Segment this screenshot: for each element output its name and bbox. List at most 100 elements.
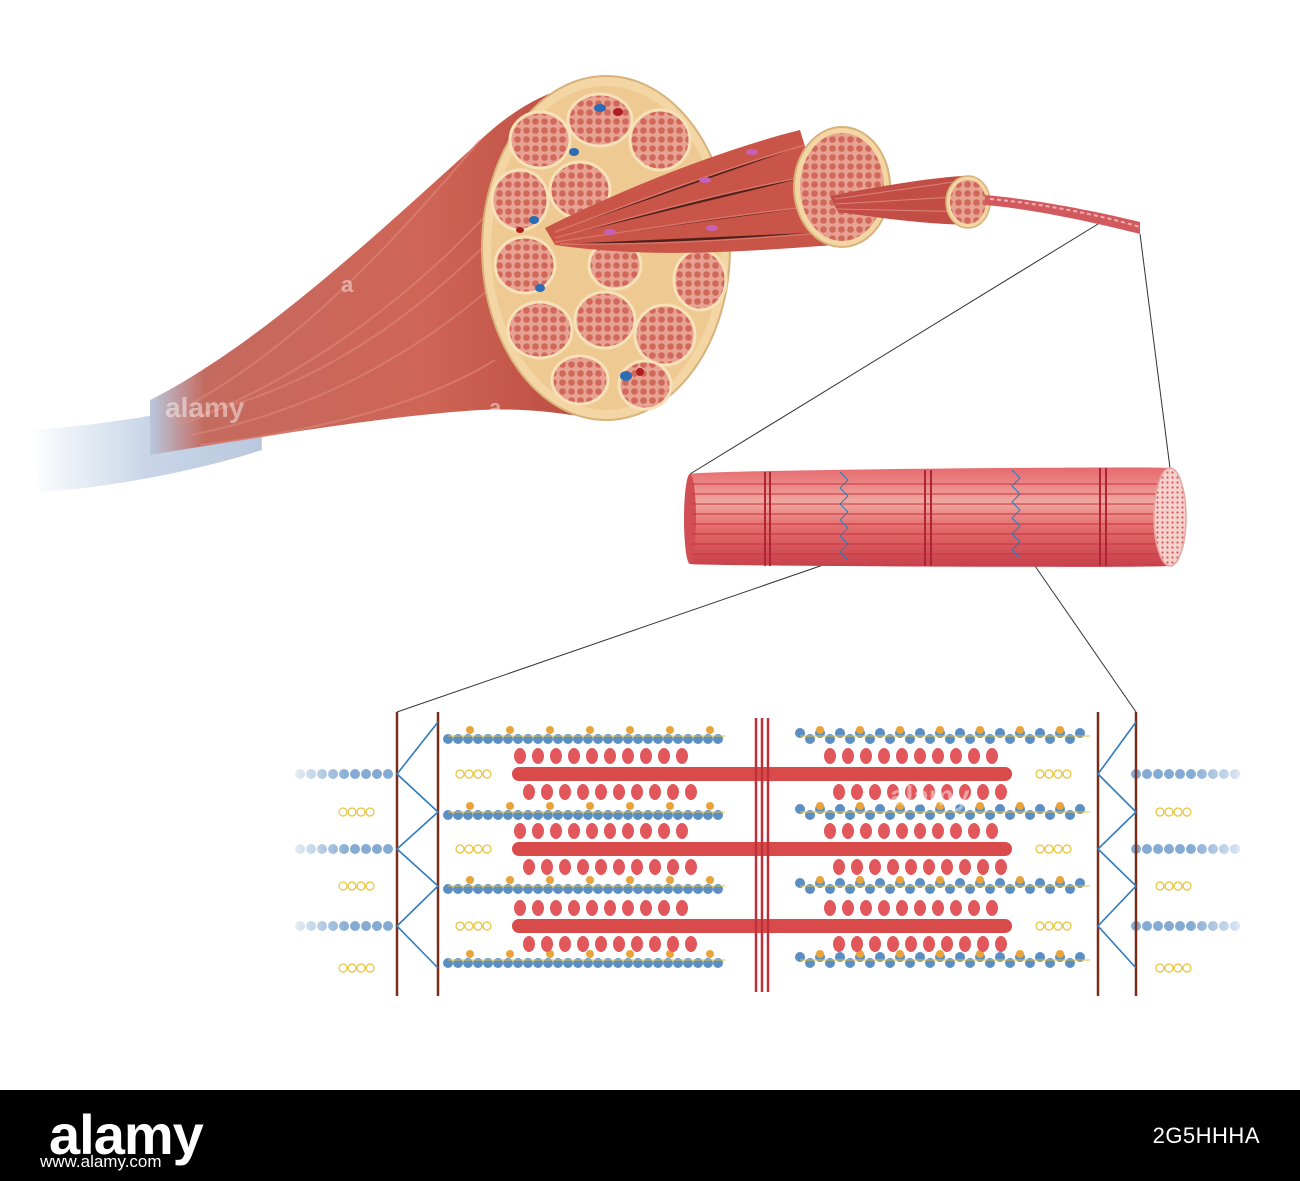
titin-coil (356, 807, 366, 817)
myosin-head (995, 784, 1007, 800)
myofibril (985, 195, 1141, 234)
myosin-head (568, 900, 580, 916)
myosin-head (595, 784, 607, 800)
titin-coil (1062, 769, 1072, 779)
troponin (816, 802, 824, 810)
myosin-head (541, 859, 553, 875)
troponin (976, 802, 984, 810)
troponin (896, 802, 904, 810)
titin-coil (1035, 921, 1045, 931)
myosin-head (914, 748, 926, 764)
myosin-head (586, 823, 598, 839)
myosin-head (559, 859, 571, 875)
myosin-head (923, 936, 935, 952)
troponin (626, 726, 634, 734)
titin-coil (1155, 963, 1165, 973)
titin-coil (473, 769, 483, 779)
titin-coil (1173, 963, 1183, 973)
myosin-head (631, 859, 643, 875)
myosin-head (604, 900, 616, 916)
titin-coil (1044, 844, 1054, 854)
titin-coil (482, 921, 492, 931)
troponin (976, 950, 984, 958)
titin-coil (356, 963, 366, 973)
zoom-lines (396, 223, 1171, 713)
myosin-head (842, 900, 854, 916)
titin-coil (1182, 963, 1192, 973)
myosin-head (887, 784, 899, 800)
titin-coil (1062, 921, 1072, 931)
troponin (936, 802, 944, 810)
titin-coil (1182, 807, 1192, 817)
myosin-head (685, 859, 697, 875)
myosin-head (613, 784, 625, 800)
myosin-head (968, 748, 980, 764)
troponin (1016, 726, 1024, 734)
troponin (666, 950, 674, 958)
myosin-head (851, 936, 863, 952)
troponin (706, 876, 714, 884)
myosin-head (658, 900, 670, 916)
myosin-head (586, 748, 598, 764)
myosin-head (631, 784, 643, 800)
actin-bead (1175, 921, 1185, 931)
myosin-head (896, 823, 908, 839)
troponin (466, 802, 474, 810)
actin-bead (1175, 844, 1185, 854)
troponin (856, 950, 864, 958)
myosin-head (613, 859, 625, 875)
titin-coil (1044, 769, 1054, 779)
myosin-head (532, 900, 544, 916)
myosin-head (622, 823, 634, 839)
myosin-head (896, 900, 908, 916)
myosin-head (869, 859, 881, 875)
myosin-head (604, 823, 616, 839)
myosin-head (523, 859, 535, 875)
myosin-head (941, 784, 953, 800)
myosin-head (622, 900, 634, 916)
alamy-logo[interactable]: alamy (49, 1103, 204, 1166)
troponin (626, 876, 634, 884)
myosin-head (995, 859, 1007, 875)
myosin-head (649, 784, 661, 800)
actin-bead (361, 921, 371, 931)
titin-coil (1053, 844, 1063, 854)
actin-bead (1142, 844, 1152, 854)
fiber-icon (830, 175, 991, 229)
myosin-head (550, 900, 562, 916)
footer-url[interactable]: www.alamy.com (40, 1152, 162, 1171)
myosin-head (914, 900, 926, 916)
myosin-head (559, 784, 571, 800)
myosin-head (514, 900, 526, 916)
nebulin (395, 721, 440, 969)
myosin-head (667, 784, 679, 800)
myosin-head (824, 748, 836, 764)
muscle-structure-diagram (30, 75, 1260, 996)
myosin-head (950, 900, 962, 916)
myosin-head (577, 859, 589, 875)
myosin-head (658, 748, 670, 764)
blood-vessels (516, 104, 644, 381)
myosin-head (595, 859, 607, 875)
titin-coil (1164, 807, 1174, 817)
actin-bead (372, 844, 382, 854)
myofibril-icon (684, 467, 1187, 567)
actin-bead (350, 844, 360, 854)
titin-coil (455, 921, 465, 931)
myosin-head (568, 823, 580, 839)
troponin (706, 950, 714, 958)
troponin (666, 876, 674, 884)
actin-bead (1164, 769, 1174, 779)
actin-bead (1175, 769, 1185, 779)
myosin-head (959, 859, 971, 875)
myosin-head (860, 823, 872, 839)
troponin (506, 950, 514, 958)
myosin-head (887, 859, 899, 875)
troponin (586, 726, 594, 734)
myosin-head (977, 936, 989, 952)
myosin-head (842, 748, 854, 764)
myosin-head (968, 900, 980, 916)
myosin-head (532, 748, 544, 764)
actin-bead (1153, 769, 1163, 779)
troponin (586, 876, 594, 884)
